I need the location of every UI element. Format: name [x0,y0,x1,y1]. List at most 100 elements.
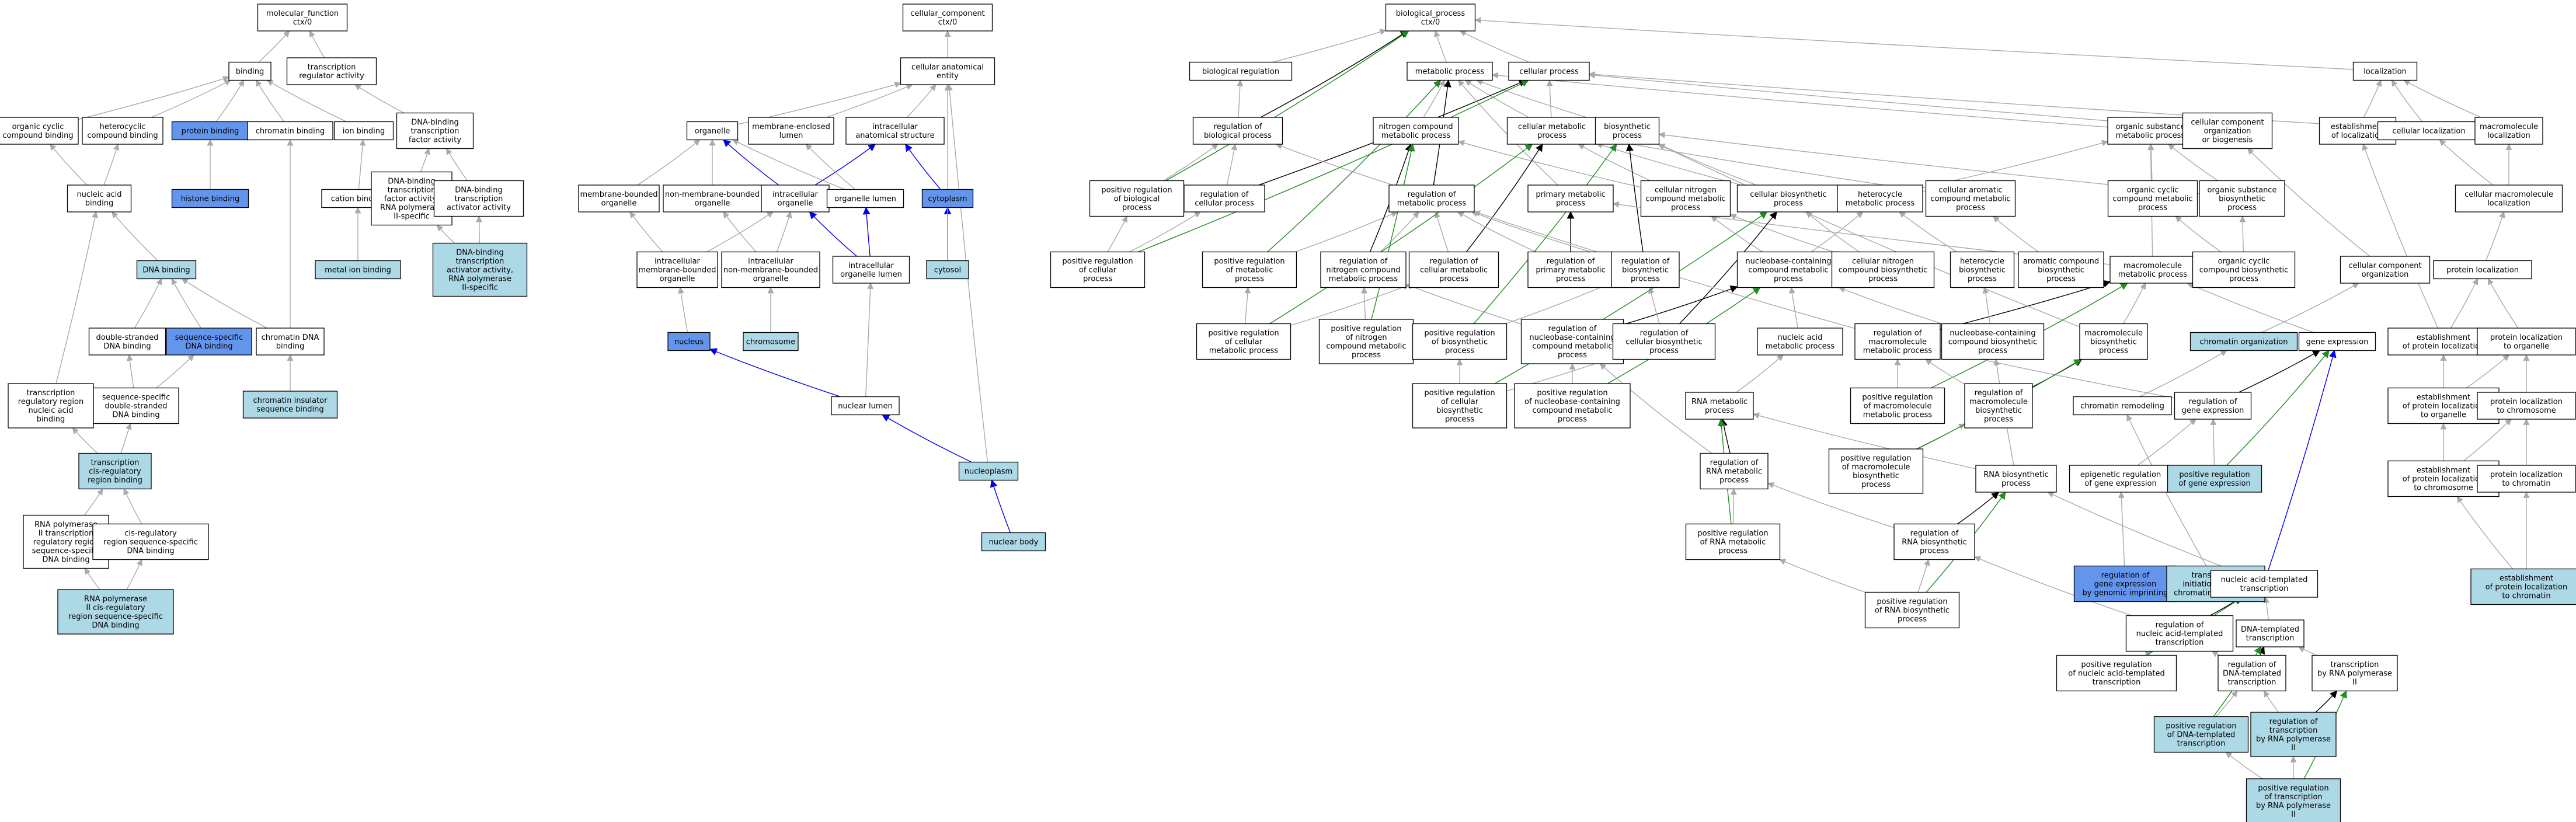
go-term-label-line: process [1774,199,1803,208]
go-term-label-line: gene expression [2306,338,2369,347]
go-term-box [748,117,834,145]
go-term-box [1685,392,1754,420]
go-term-label-line: histone binding [181,195,240,204]
go-term-label-line: biosynthetic [1975,406,2022,415]
go-term-label-line: biological regulation [1202,68,1279,76]
go-term-box [1941,323,2045,360]
edge-gray-dbtaa-pol2-to-dbtfa-pol2 [436,224,455,244]
edge-gray-dtt-to-nat [2263,596,2270,621]
go-term-label-line: organelle lumen [840,270,902,279]
go-term-box [636,251,718,288]
go-term-box [667,332,711,351]
edge-gray-cncbp-to-cncmp [1729,214,1834,253]
edge-green-pos-reg-cmp-to-cmp [1269,144,1533,325]
go-term-label-line: chromatin remodeling [2080,402,2164,411]
go-term-label-line: RNA polymerase [34,521,98,530]
edge-gray-reg-ge-imprint-to-epi-reg [2118,491,2125,566]
go-term-label-line: cis-regulatory [89,468,141,476]
go-term-label-line: process [1718,547,1747,556]
go-term-label-line: metabolic process [2118,270,2188,279]
edge-gray-cis-ss-to-tcrrb [123,488,142,524]
go-term-label-line: of nitrogen [1345,333,1387,342]
go-term-label-line: biosynthetic [2038,266,2084,275]
go-term-label-line: nucleic acid [76,190,121,199]
go-term-node-chrom-org: chromatin organization [2189,332,2298,351]
edge-gray-reg-bp-to-bio-reg [1237,79,1244,118]
go-term-label-line: to chromatin [2502,592,2550,601]
go-term-label-line: DNA-binding [411,119,459,127]
go-term-box [1611,251,1680,288]
go-term-box [171,189,249,208]
go-term-label-line: process [1352,351,1381,360]
go-term-label-line: process [1613,131,1642,140]
go-term-box [1736,184,1840,213]
go-term-box [2182,112,2273,149]
go-term-label-line: positive regulation [1424,329,1495,338]
go-term-label-line: of transcription [2264,793,2322,802]
go-term-label-line: process [1649,347,1679,356]
go-term-node-metal-ion: metal ion binding [315,260,401,280]
go-term-label-line: establishment [2417,393,2470,402]
edge-black-reg-cmp-to-cmp [1465,143,1543,252]
edge-gray-nbcbp-to-nbcmp [1838,286,1943,325]
edge-gray-camp-to-cmp [1596,135,1926,192]
edge-gray-cell-loc-to-localization [2391,79,2423,122]
edge-gray-reg-cbp-to-reg-biosyn [1648,287,1660,324]
go-term-box [2352,61,2418,81]
edge-gray-het-cyc-to-binding [151,79,231,118]
go-term-box [900,57,995,85]
go-term-box [578,184,660,213]
go-term-label-line: biosynthetic [1622,266,1669,275]
go-term-label-line: macromolecule [1868,338,1927,347]
edge-gray-mmbp-to-biosyn [1658,144,2080,328]
go-term-label-line: II transcription [39,530,93,538]
go-term-label-line: positive regulation [2179,471,2250,479]
edge-gray-cbp-to-biosyn [1658,144,1757,186]
edge-gray-biosyn-to-met-proc [1476,79,1596,121]
go-term-label-line: of protein localization [2403,402,2485,411]
go-term-node-reg-nbcmp: regulation ofnucleobase-containingcompou… [1520,319,1624,364]
go-term-label-line: organelle [753,275,789,284]
go-term-label-line: by RNA polymerase [2256,802,2331,810]
go-term-label-line: protein localization [2490,398,2563,406]
edge-gray-chrom-dna-to-dna-bind [181,278,267,329]
go-term-label-line: DNA binding [103,342,151,351]
go-term-box [1595,117,1660,145]
go-term-node-binding: binding [228,61,271,81]
edge-gray-pmp-to-met-proc [1457,79,1558,186]
go-term-label-line: region sequence-specific [103,538,198,547]
go-term-node-chrom-bind: chromatin binding [247,121,333,141]
go-term-label-line: metabolic process [1329,275,1398,284]
edge-gray-reg-tpol2-to-reg-dtt [2264,690,2279,713]
go-term-label-line: protein binding [182,127,239,136]
go-term-label-line: chromatin insulator [253,396,328,405]
go-term-label-line: biosynthetic [1436,406,1483,415]
go-term-box [2192,251,2296,288]
go-term-label-line: cis-regulatory [124,530,177,538]
go-term-label-line: DNA binding [185,342,232,351]
edge-gray-cncmp-to-ncmp [1457,140,1641,188]
go-term-label-line: process [1537,131,1567,140]
go-term-box [2167,465,2262,493]
go-term-label-line: regulation of [2101,572,2150,580]
go-term-box [2073,565,2177,602]
go-term-label-line: cellular metabolic [1518,123,1586,131]
edge-gray-osmp-to-met-proc [1491,72,2108,128]
